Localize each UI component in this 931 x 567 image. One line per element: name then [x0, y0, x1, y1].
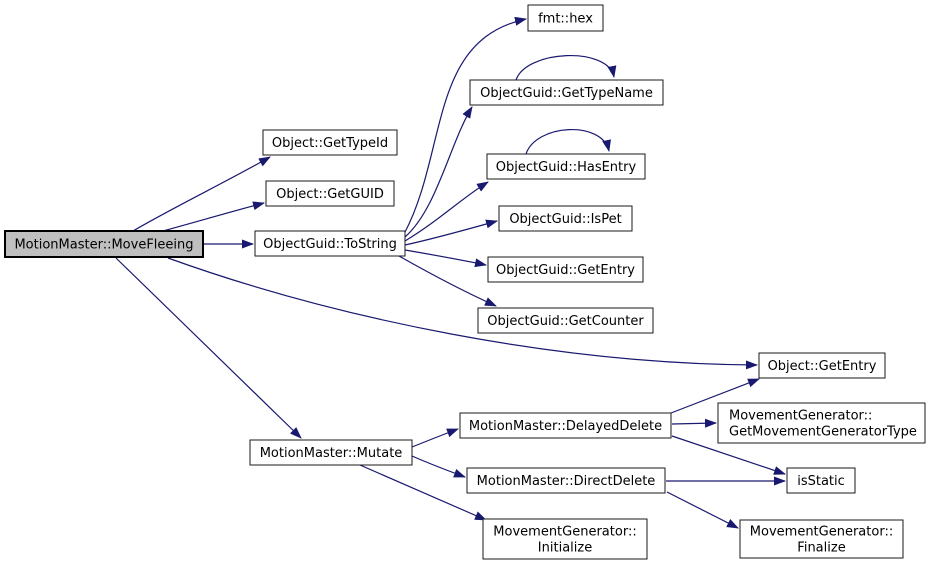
- node-to-string[interactable]: ObjectGuid::ToString: [254, 230, 406, 257]
- node-box: [249, 439, 413, 466]
- edge-to-string--to--get-type-name: [404, 106, 473, 238]
- node-box: [265, 180, 395, 207]
- node-label: MovementGenerator::: [750, 525, 893, 540]
- node-label: Object::GetEntry: [768, 359, 877, 374]
- node-box: [262, 129, 398, 156]
- node-box: [459, 412, 672, 439]
- node-fmt-hex[interactable]: fmt::hex: [527, 4, 604, 32]
- edge-direct-delete--to--mg-finalize: [666, 491, 739, 529]
- edge-to-string--to--og-get-entry: [404, 249, 487, 268]
- node-is-pet[interactable]: ObjectGuid::IsPet: [498, 205, 633, 232]
- node-mg-finalize[interactable]: MovementGenerator::Finalize: [739, 519, 904, 559]
- edge-to-string--to--fmt-hex: [403, 16, 527, 235]
- edge-to-string--to--get-counter: [398, 255, 497, 307]
- node-label: MovementGenerator::: [729, 409, 872, 424]
- node-has-entry[interactable]: ObjectGuid::HasEntry: [486, 153, 646, 180]
- node-box: [527, 4, 604, 32]
- edge-has-entry--to--has-entry: [525, 129, 611, 155]
- node-box: [254, 230, 406, 257]
- node-obj-get-entry[interactable]: Object::GetEntry: [758, 352, 886, 379]
- node-label: ObjectGuid::GetEntry: [496, 263, 635, 278]
- node-get-type-name[interactable]: ObjectGuid::GetTypeName: [469, 79, 664, 106]
- node-box: [758, 352, 886, 379]
- node-box: [486, 153, 646, 180]
- edge-delayed-delete--to--obj-get-entry: [670, 378, 760, 414]
- node-label: ObjectGuid::IsPet: [509, 212, 621, 227]
- nodes-layer: MotionMaster::MoveFleeing Object::GetType…: [4, 4, 926, 560]
- edge-mutate--to--direct-delete: [411, 455, 466, 478]
- edge-move-fleeing--to--obj-get-entry: [167, 257, 758, 370]
- node-get-movement-generator-type[interactable]: MovementGenerator::GetMovementGeneratorT…: [717, 402, 926, 444]
- node-box: [466, 467, 666, 494]
- node-label: MovementGenerator::: [493, 525, 636, 540]
- node-label: isStatic: [797, 474, 845, 489]
- node-box: [482, 518, 648, 560]
- node-delayed-delete[interactable]: MotionMaster::DelayedDelete: [459, 412, 672, 439]
- node-label: fmt::hex: [538, 12, 593, 27]
- node-move-fleeing[interactable]: MotionMaster::MoveFleeing: [4, 230, 204, 258]
- edge-move-fleeing--to--get-type-id: [132, 156, 271, 232]
- node-direct-delete[interactable]: MotionMaster::DirectDelete: [466, 467, 666, 494]
- node-label: ObjectGuid::GetTypeName: [480, 86, 653, 101]
- node-box: [477, 307, 654, 334]
- node-og-get-entry[interactable]: ObjectGuid::GetEntry: [487, 256, 644, 283]
- edge-mutate--to--mg-initialize: [359, 464, 487, 521]
- node-label: Object::GetGUID: [276, 187, 384, 202]
- node-is-static[interactable]: isStatic: [786, 467, 856, 494]
- node-label: ObjectGuid::ToString: [263, 237, 397, 252]
- node-label: Object::GetTypeId: [272, 136, 388, 151]
- node-mg-initialize[interactable]: MovementGenerator::Initialize: [482, 518, 648, 560]
- edge-delayed-delete--to--get-movement-generator-type: [671, 418, 717, 428]
- node-mutate[interactable]: MotionMaster::Mutate: [249, 439, 413, 466]
- node-get-type-id[interactable]: Object::GetTypeId: [262, 129, 398, 156]
- node-label: Initialize: [538, 541, 592, 556]
- edges-layer: [115, 16, 786, 529]
- node-get-counter[interactable]: ObjectGuid::GetCounter: [477, 307, 654, 334]
- node-box: [717, 402, 926, 444]
- node-label: MotionMaster::DirectDelete: [477, 474, 656, 489]
- node-box: [498, 205, 633, 232]
- edge-to-string--to--has-entry: [404, 181, 489, 242]
- edge-move-fleeing--to--mutate: [115, 257, 302, 439]
- node-label: MotionMaster::DelayedDelete: [469, 419, 662, 434]
- node-box: [4, 230, 204, 258]
- node-label: MotionMaster::Mutate: [260, 446, 403, 461]
- node-box: [739, 519, 904, 559]
- node-box: [786, 467, 856, 494]
- edge-mutate--to--delayed-delete: [411, 428, 459, 448]
- node-box: [469, 79, 664, 106]
- node-box: [487, 256, 644, 283]
- node-label: ObjectGuid::HasEntry: [496, 160, 637, 175]
- node-label: Finalize: [797, 541, 845, 556]
- edge-to-string--to--is-pet: [404, 219, 498, 246]
- node-label: MotionMaster::MoveFleeing: [14, 238, 193, 253]
- node-get-guid[interactable]: Object::GetGUID: [265, 180, 395, 207]
- edge-get-type-name--to--get-type-name: [515, 54, 617, 81]
- node-label: GetMovementGeneratorType: [729, 425, 917, 440]
- edge-delayed-delete--to--is-static: [671, 435, 786, 475]
- edge-move-fleeing--to--get-guid: [162, 201, 265, 232]
- node-label: ObjectGuid::GetCounter: [487, 314, 644, 329]
